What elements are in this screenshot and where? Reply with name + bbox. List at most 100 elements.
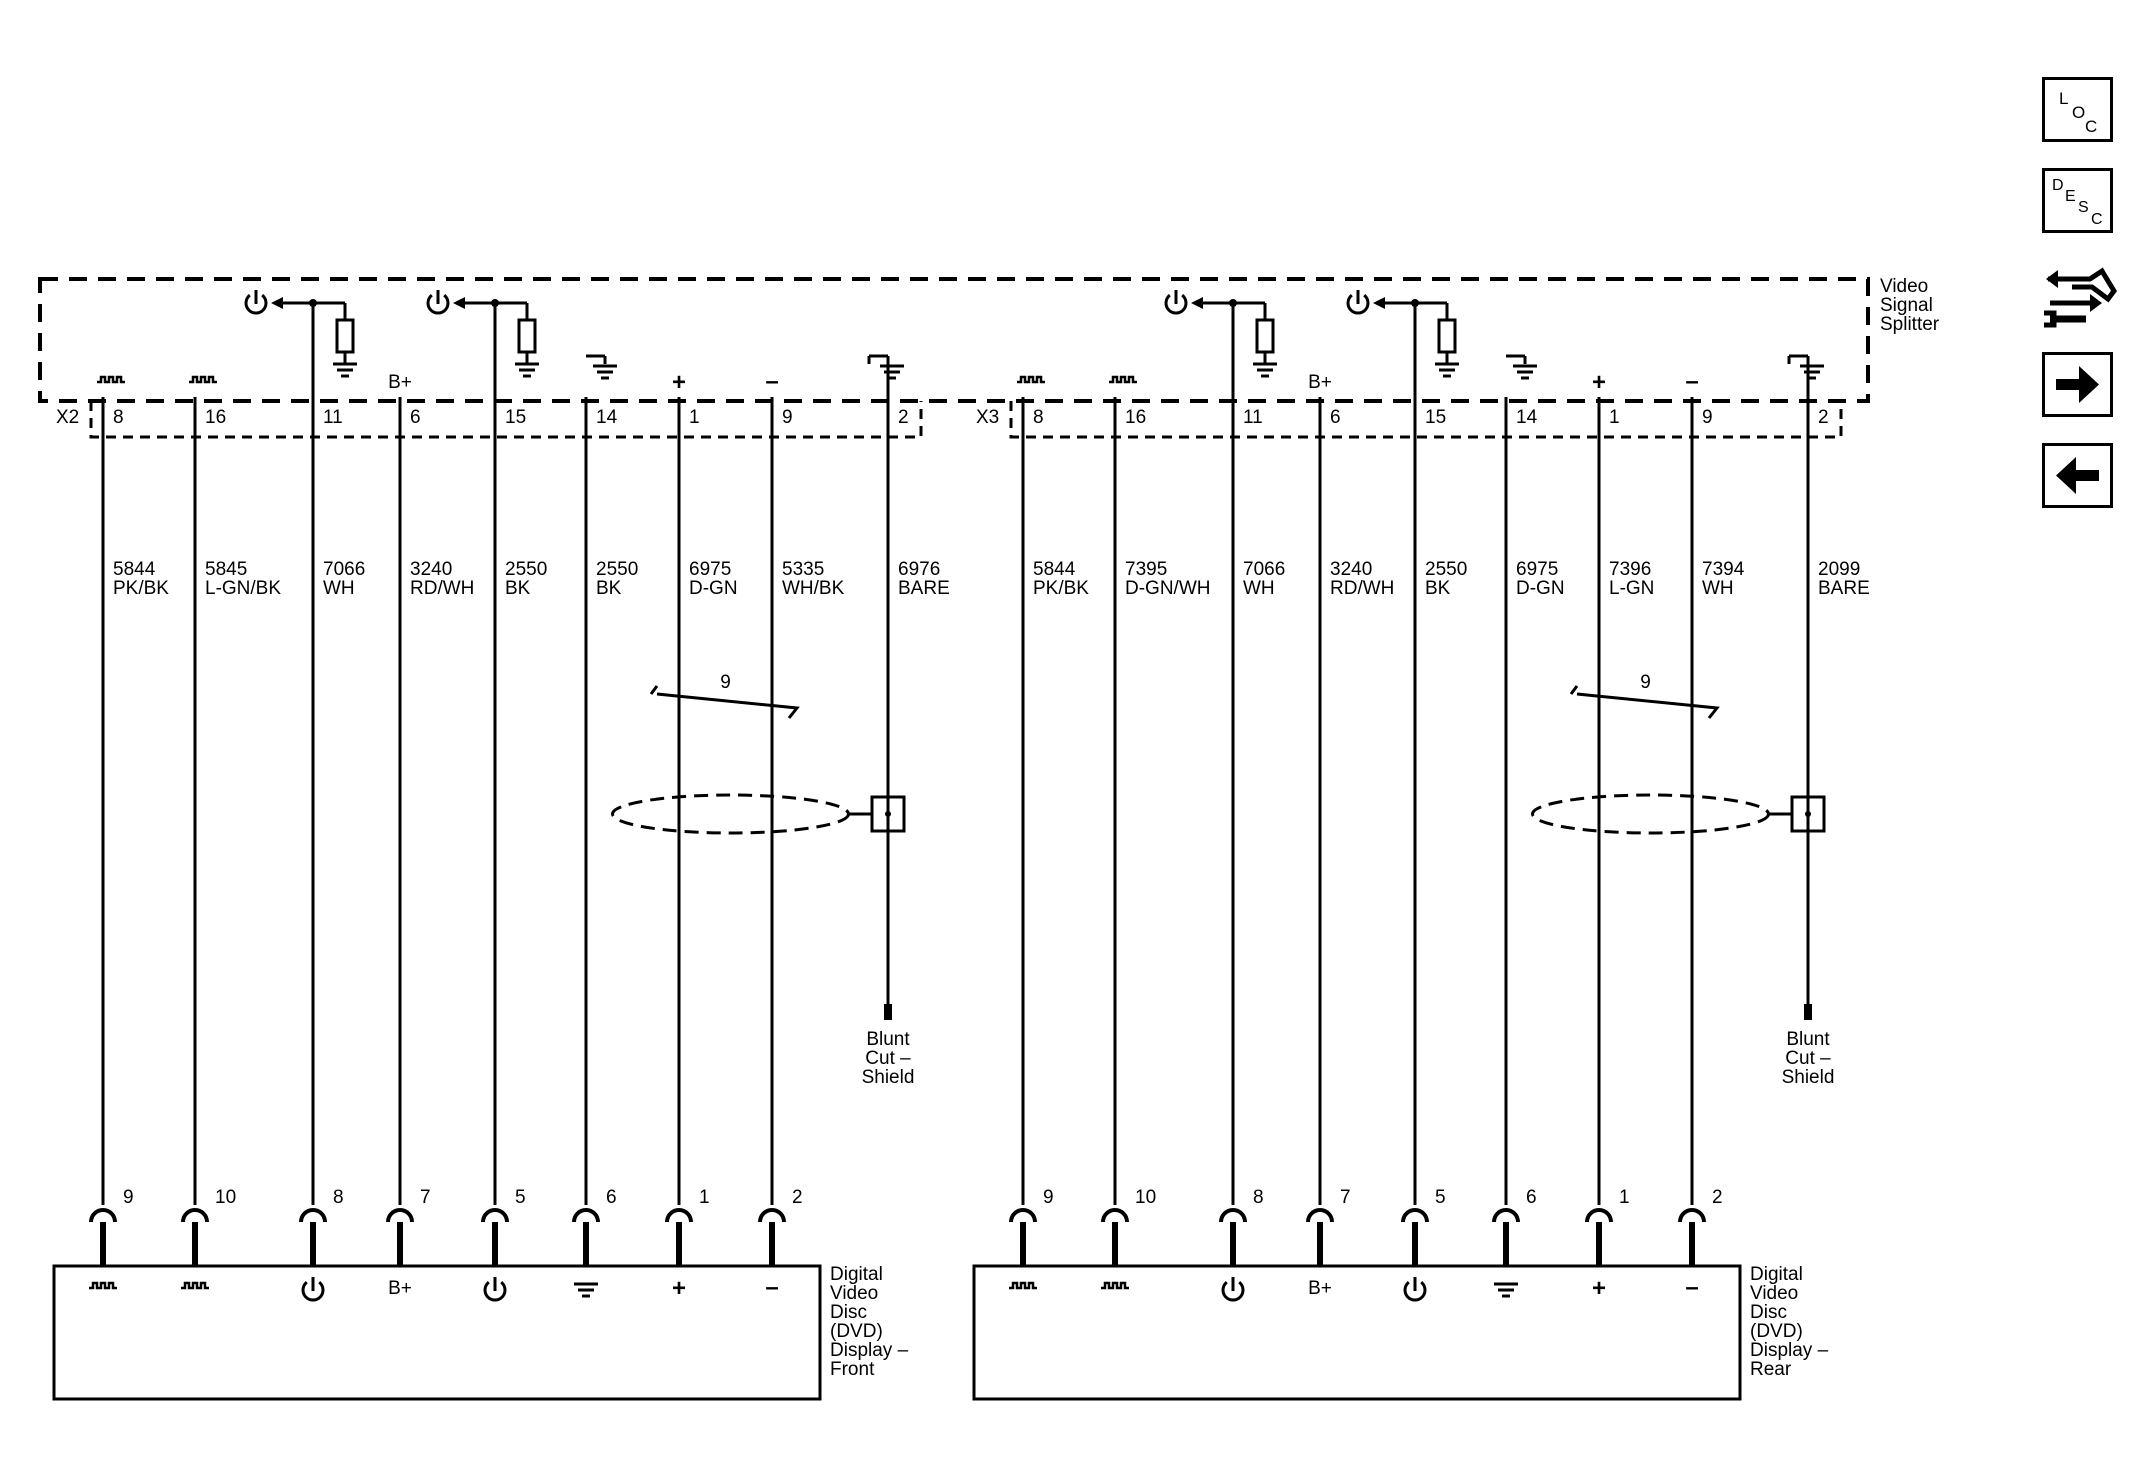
wire-color-label: D-GN/WH bbox=[1125, 578, 1210, 599]
shield-terminal-dot bbox=[1805, 811, 1811, 817]
wire-color-label: RD/WH bbox=[1330, 578, 1394, 599]
power-arrow-head bbox=[453, 297, 465, 309]
wire-color-label: PK/BK bbox=[113, 578, 169, 599]
splitter-signal-icon bbox=[1017, 375, 1045, 384]
dvd-label-line: Digital bbox=[830, 1264, 883, 1285]
desc-button[interactable]: D E S C bbox=[2042, 168, 2113, 233]
wire-number-label: 5335 bbox=[782, 559, 824, 580]
blunt-cut-shield-label: Blunt bbox=[866, 1029, 910, 1050]
splitter-b-plus: B+ bbox=[388, 372, 412, 393]
resistor-ground-icon bbox=[515, 362, 539, 378]
ground-icon bbox=[880, 364, 904, 380]
wire-color-label: L-GN/BK bbox=[205, 578, 281, 599]
loc-glyph-c: C bbox=[2085, 117, 2097, 136]
dvd-label-line: (DVD) bbox=[830, 1321, 883, 1342]
dvd-power-icon bbox=[1221, 1277, 1245, 1302]
connector-wrench-icon bbox=[2044, 267, 2118, 328]
splitter-pin-number: 11 bbox=[323, 407, 343, 428]
splitter-pin-number: 8 bbox=[1033, 407, 1044, 428]
splitter-plus: + bbox=[672, 369, 686, 396]
splitter-plus: + bbox=[1592, 369, 1606, 396]
splitter-pin-number: 15 bbox=[1425, 407, 1446, 428]
splitter-signal-icon bbox=[189, 375, 217, 384]
power-arc bbox=[1346, 294, 1370, 315]
resistor-ground-icon bbox=[333, 362, 357, 378]
terminal-arc bbox=[1585, 1208, 1613, 1223]
pulse-wave bbox=[181, 1281, 209, 1290]
loc-button[interactable]: L O C bbox=[2042, 77, 2113, 142]
shield-terminal-dot bbox=[885, 811, 891, 817]
power-arc bbox=[1221, 1281, 1245, 1302]
terminal-arc bbox=[1101, 1208, 1129, 1223]
blunt-cut-shield-label: Blunt bbox=[1786, 1029, 1830, 1050]
dvd-label-line: Disc bbox=[1750, 1302, 1787, 1323]
terminal-arc bbox=[386, 1208, 414, 1223]
terminal-arc bbox=[1219, 1208, 1247, 1223]
pulse-wave bbox=[1109, 375, 1137, 384]
resistor bbox=[1255, 318, 1275, 354]
dvd-plus: + bbox=[672, 1275, 686, 1302]
splitter-ground-icon bbox=[1513, 364, 1537, 380]
splitter-connector-frame bbox=[89, 401, 923, 439]
arrow-left-icon bbox=[2056, 457, 2099, 494]
wire-number-label: 6975 bbox=[689, 559, 731, 580]
dvd-power-icon bbox=[1403, 1277, 1427, 1302]
power-arc bbox=[1403, 1281, 1427, 1302]
dvd-pin-number: 7 bbox=[1340, 1187, 1351, 1208]
blunt-cut-shield-label: Shield bbox=[862, 1067, 915, 1088]
wire-color-label: PK/BK bbox=[1033, 578, 1089, 599]
connector-tool-button[interactable] bbox=[2042, 257, 2118, 333]
wire-color-label: BARE bbox=[898, 578, 950, 599]
splitter-pin-number: 6 bbox=[410, 407, 421, 428]
pulse-wave bbox=[1017, 375, 1045, 384]
terminal-arc bbox=[572, 1208, 600, 1223]
dvd-power-icon bbox=[301, 1277, 325, 1302]
twisted-pair-label: 9 bbox=[1640, 672, 1651, 693]
dvd-label-line: Disc bbox=[830, 1302, 867, 1323]
blunt-cut-shield-label: Cut – bbox=[1785, 1048, 1831, 1069]
pulse-wave bbox=[89, 1281, 117, 1290]
resistor-ground-icon bbox=[1435, 362, 1459, 378]
terminal-arc bbox=[1401, 1208, 1429, 1223]
wire-number-label: 6976 bbox=[898, 559, 940, 580]
next-button[interactable] bbox=[2042, 352, 2113, 417]
dvd-minus: – bbox=[1685, 1274, 1698, 1301]
twisted-pair-marker bbox=[649, 685, 800, 719]
dvd-label-line: Video bbox=[830, 1283, 878, 1304]
splitter-pin-number: 15 bbox=[505, 407, 526, 428]
arrow-right-icon bbox=[2056, 366, 2099, 403]
dvd-display-box bbox=[972, 1264, 1742, 1401]
splitter-pin-number: 11 bbox=[1243, 407, 1263, 428]
wire-number-label: 3240 bbox=[1330, 559, 1372, 580]
twisted-pair-marker bbox=[1569, 685, 1720, 719]
splitter-minus: – bbox=[765, 368, 778, 395]
splitter-ground-icon bbox=[593, 364, 617, 380]
splitter-label-line-2: Signal bbox=[1880, 295, 1933, 316]
dvd-pin-number: 8 bbox=[333, 1187, 344, 1208]
dvd-label-line: Digital bbox=[1750, 1264, 1803, 1285]
wire-number-label: 7395 bbox=[1125, 559, 1167, 580]
resistor bbox=[517, 318, 537, 354]
splitter-minus: – bbox=[1685, 368, 1698, 395]
resistor bbox=[335, 318, 355, 354]
wire-color-label: WH bbox=[323, 578, 355, 599]
dvd-signal-icon bbox=[1101, 1281, 1129, 1290]
splitter-pin-number: 1 bbox=[1609, 407, 1620, 428]
wire-color-label: BARE bbox=[1818, 578, 1870, 599]
prev-button[interactable] bbox=[2042, 443, 2113, 508]
splitter-power-icon bbox=[244, 290, 268, 315]
